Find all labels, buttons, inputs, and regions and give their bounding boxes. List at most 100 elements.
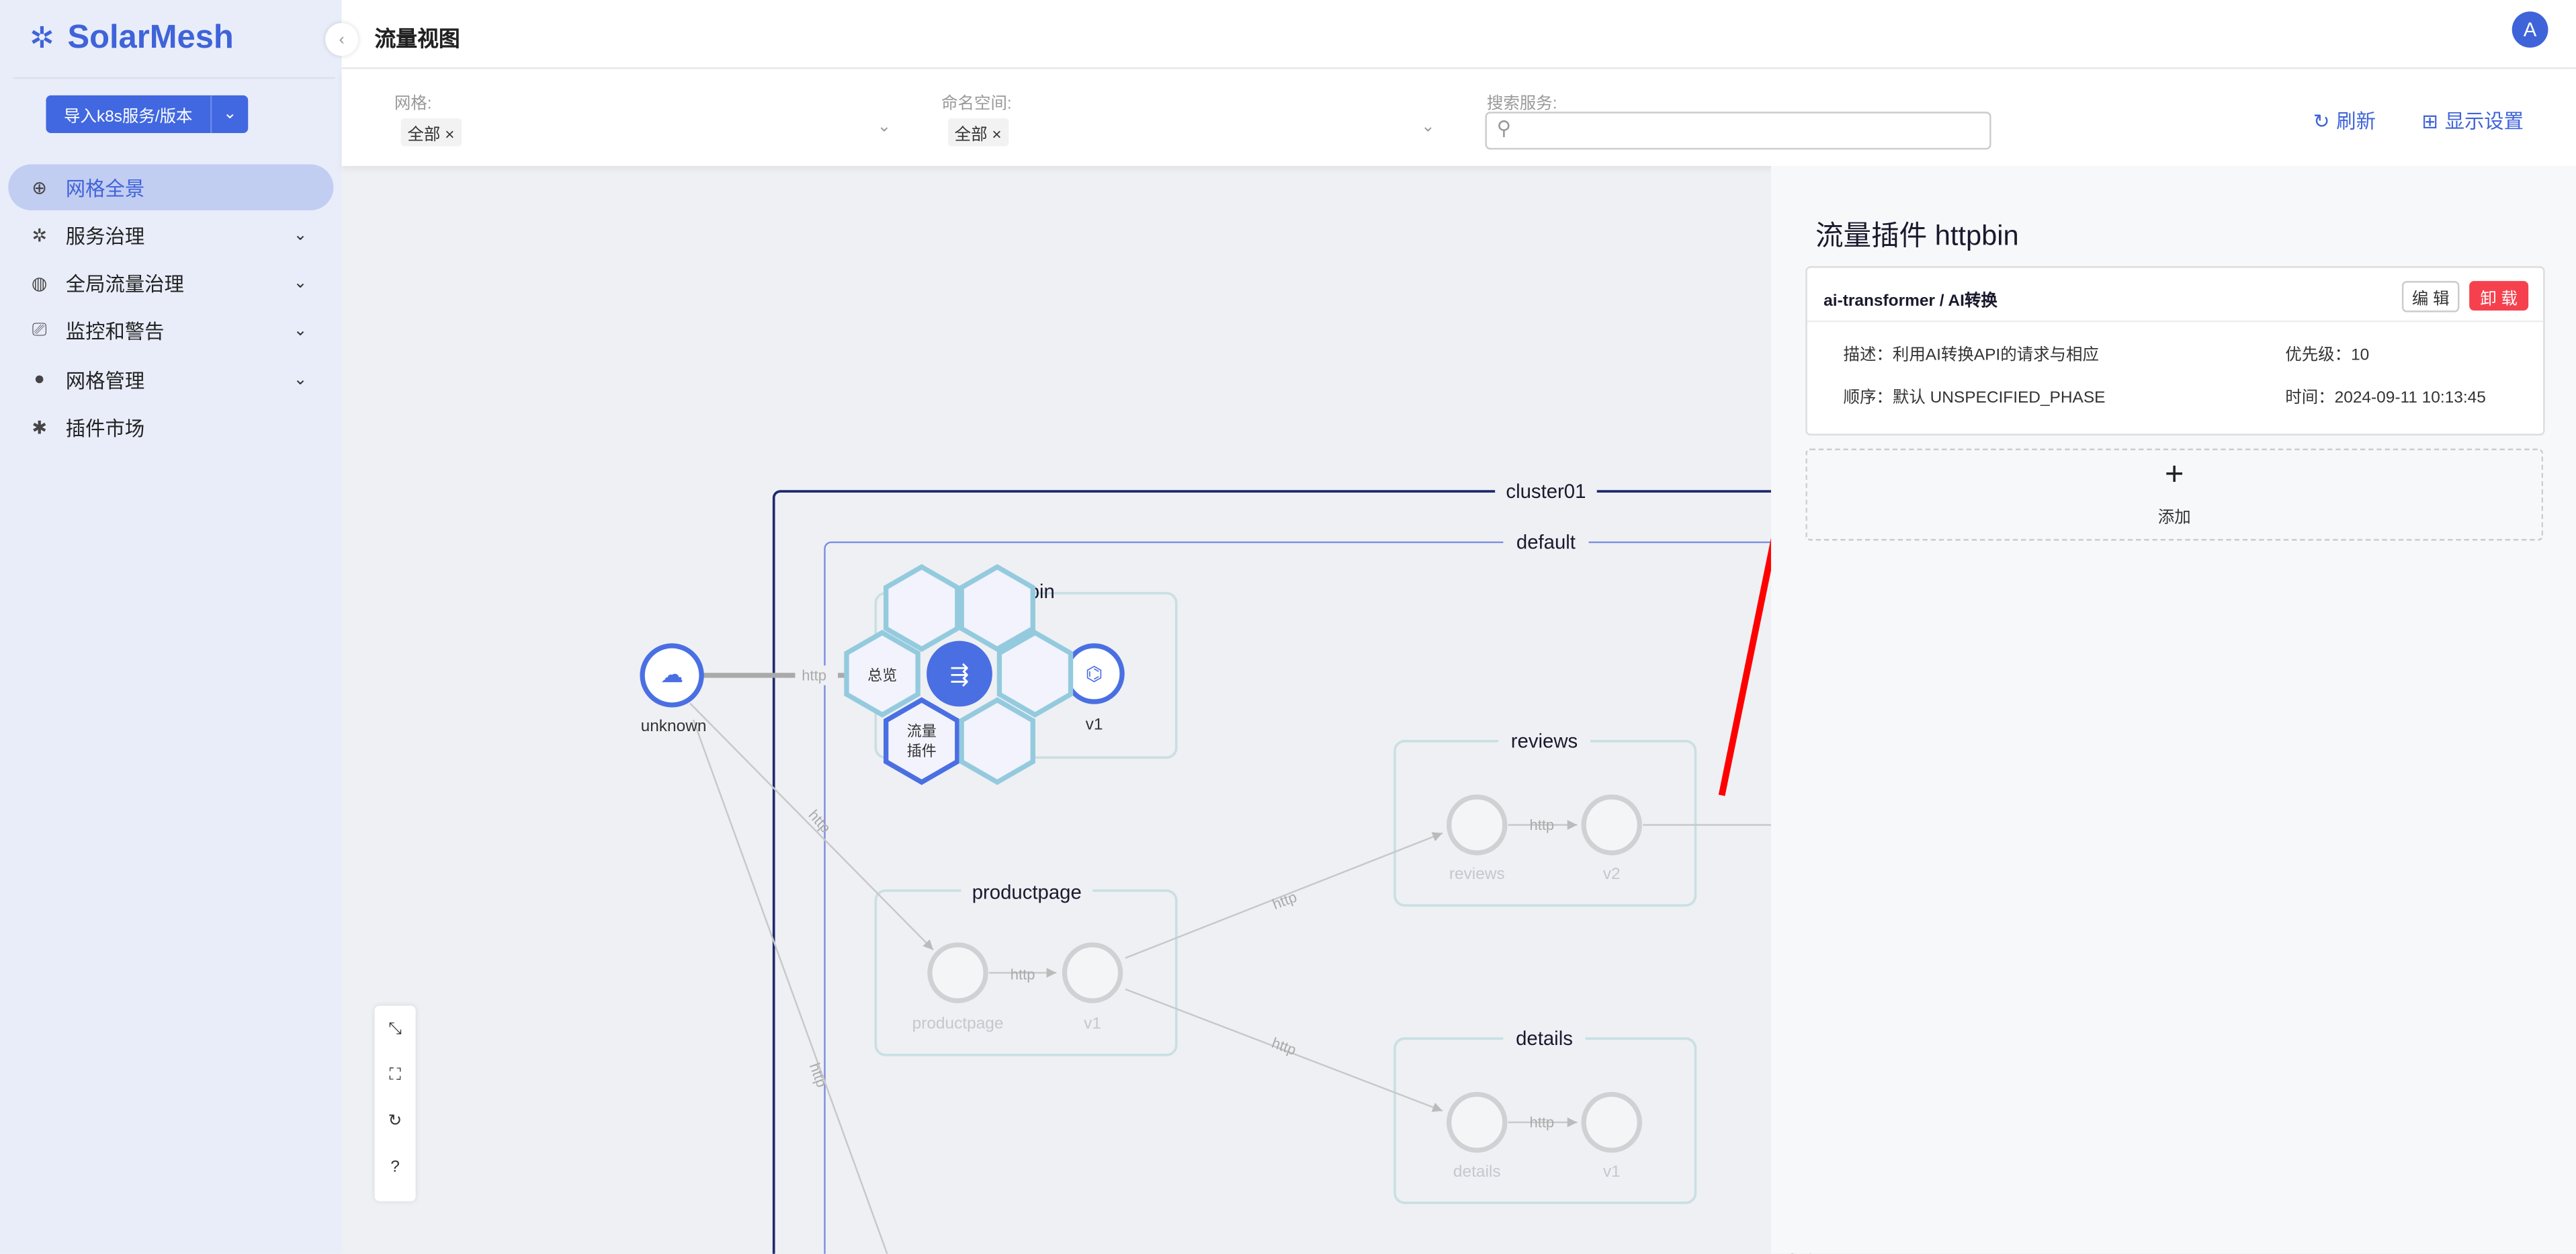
hex-menu-item[interactable] (884, 564, 960, 653)
sidebar-item-3[interactable]: ⎚监控和警告⌄ (8, 308, 333, 354)
reviews-node[interactable] (1446, 794, 1508, 855)
plugin-card: ai-transformer / AI转换 编 辑 卸 载 描述：利用AI转换A… (1805, 266, 2545, 435)
reset-icon[interactable]: ↻ (388, 1112, 402, 1130)
plugin-priority: 优先级：10 (2285, 346, 2370, 365)
sidebar-item-label: 插件市场 (65, 417, 145, 441)
fullscreen-icon[interactable]: ⛶ (389, 1065, 401, 1084)
sidebar: ✲SolarMesh 导入k8s服务/版本 ⌄ ⊕ 网格全景 ✲ 服务治理 ⌄ ◍ 全局流量… (0, 0, 342, 1254)
header: 流量视图 A (341, 0, 2576, 69)
service-route-icon: ⇶ (950, 662, 970, 687)
nav-icon: ⎚ (32, 321, 47, 341)
chevron-down-icon[interactable]: ⌄ (293, 274, 308, 293)
plugin-description: 描述：利用AI转换API的请求与相应 (1843, 346, 2099, 365)
hex-menu-item[interactable] (959, 697, 1035, 786)
display-settings-button[interactable]: ⊞显示设置 (2421, 107, 2524, 135)
avatar[interactable]: A (2511, 11, 2548, 48)
cluster-label: cluster01 (1506, 480, 1586, 503)
settings-icon: ⊞ (2421, 109, 2438, 132)
refresh-button[interactable]: ↻刷新 (2313, 107, 2376, 135)
edge-label: http (1270, 888, 1299, 913)
nav-icon: ✱ (32, 419, 47, 439)
sidebar-item-label: 网格全景 (65, 176, 145, 200)
edge-unknown-other[interactable] (692, 719, 888, 1254)
nav-icon: ◍ (31, 274, 48, 294)
divider (13, 77, 335, 79)
v1-label: v1 (1086, 716, 1103, 734)
sidebar-item-label: 网格管理 (65, 369, 145, 392)
namespace-filter-label: 命名空间: (941, 95, 1012, 114)
nav-icon: ⊕ (32, 178, 47, 198)
hex-menu-item[interactable] (884, 697, 960, 786)
node-label: details (1453, 1163, 1501, 1181)
chevron-down-icon[interactable]: ⌄ (223, 105, 237, 124)
import-service-button[interactable]: 导入k8s服务/版本 ⌄ (46, 95, 249, 134)
sidebar-item-label: 全局流量治理 (65, 273, 184, 296)
namespace-filter-tag[interactable]: 全部 × (947, 118, 1008, 147)
uninstall-button[interactable]: 卸 载 (2469, 281, 2529, 311)
node-label: reviews (1449, 865, 1505, 883)
sidebar-item-0[interactable]: ⊕ 网格全景 (8, 164, 334, 210)
hex-overview[interactable]: 总览 (867, 667, 897, 683)
filter-bar: 网格: 全部 × ⌄ 命名空间: 全部 × ⌄ 搜索服务: ⚲ ↻刷新 ⊞显示设… (341, 69, 2576, 166)
node-label: v1 (1603, 1163, 1621, 1181)
chevron-down-icon[interactable]: ⌄ (293, 226, 308, 245)
edge-label: http (1011, 966, 1035, 983)
search-input[interactable]: ⚲ (1485, 112, 1991, 150)
mesh-filter-tag[interactable]: 全部 × (400, 118, 462, 147)
reviews-v2-node[interactable] (1581, 794, 1642, 855)
sidebar-item-5[interactable]: ✱ 插件市场 (8, 405, 333, 451)
edge-productpage-details[interactable] (1125, 988, 1443, 1112)
edge-label: http (1270, 1034, 1299, 1058)
productpage-node[interactable] (927, 942, 988, 1003)
reviews-label: reviews (1511, 730, 1578, 753)
edge-unknown-productpage[interactable] (689, 702, 934, 951)
productpage-v1-node[interactable] (1062, 942, 1123, 1003)
edge-label: http (802, 667, 826, 683)
search-icon: ⚲ (1496, 116, 1512, 140)
node-label: productpage (912, 1015, 1004, 1033)
plugin-order: 顺序：默认 UNSPECIFIED_PHASE (1843, 389, 2106, 408)
hex-menu-item[interactable] (959, 564, 1035, 653)
mesh-chevron-down-icon[interactable]: ⌄ (877, 118, 892, 136)
hex-menu-item[interactable] (844, 630, 920, 718)
workload-icon: ⌬ (1086, 663, 1103, 685)
collapse-sidebar-button[interactable]: ‹ (325, 23, 359, 56)
hex-menu-item[interactable] (996, 630, 1074, 718)
search-label: 搜索服务: (1486, 95, 1557, 114)
plugin-panel: 流量插件 httpbin ai-transformer / AI转换 编 辑 卸… (1770, 165, 2576, 1254)
chevron-down-icon[interactable]: ⌄ (293, 370, 308, 389)
plugin-card-header: ai-transformer / AI转换 编 辑 卸 载 (1807, 268, 2544, 323)
plugin-time: 时间：2024-09-11 10:13:45 (2285, 389, 2486, 408)
edge-label: http (1529, 817, 1554, 833)
refresh-label: 刷新 (2336, 110, 2376, 134)
edge-productpage-reviews[interactable] (1125, 832, 1443, 959)
logo[interactable]: ✲SolarMesh (30, 19, 234, 57)
unknown-label: unknown (641, 717, 707, 735)
edit-button[interactable]: 编 辑 (2401, 281, 2460, 312)
nav-icon: ✲ (32, 226, 47, 247)
sidebar-item-2[interactable]: ◍ 全局流量治理 ⌄ (8, 261, 333, 306)
zoom-controls: ⤡ ⛶ ↻ ? (374, 1005, 416, 1202)
import-button-label[interactable]: 导入k8s服务/版本 (46, 95, 212, 134)
page-title: 流量视图 (374, 26, 460, 51)
sidebar-item-label: 服务治理 (65, 224, 145, 248)
nav-icon: ● (34, 370, 45, 390)
sidebar-item-4[interactable]: ● 网格管理 ⌄ (8, 357, 333, 403)
namespace-label: default (1516, 532, 1576, 554)
sidebar-item-1[interactable]: ✲ 服务治理 ⌄ (8, 212, 333, 258)
help-icon[interactable]: ? (390, 1157, 400, 1176)
add-plugin-button[interactable]: + 添加 (1805, 448, 2544, 541)
fit-view-icon[interactable]: ⤡ (388, 1019, 402, 1038)
plugin-name: ai-transformer / AI转换 (1823, 292, 1998, 311)
details-node[interactable] (1446, 1091, 1508, 1153)
namespace-chevron-down-icon[interactable]: ⌄ (1421, 118, 1435, 136)
edge-label: http (1529, 1114, 1554, 1130)
httpbin-service-node[interactable] (927, 640, 992, 707)
panel-title: 流量插件 httpbin (1815, 220, 2019, 252)
details-v1-node[interactable] (1581, 1091, 1642, 1153)
chevron-down-icon[interactable]: ⌄ (293, 323, 308, 341)
hex-traffic-plugin[interactable]: 流量 (907, 722, 937, 739)
app-name: SolarMesh (67, 19, 234, 56)
unknown-node[interactable] (640, 643, 704, 708)
